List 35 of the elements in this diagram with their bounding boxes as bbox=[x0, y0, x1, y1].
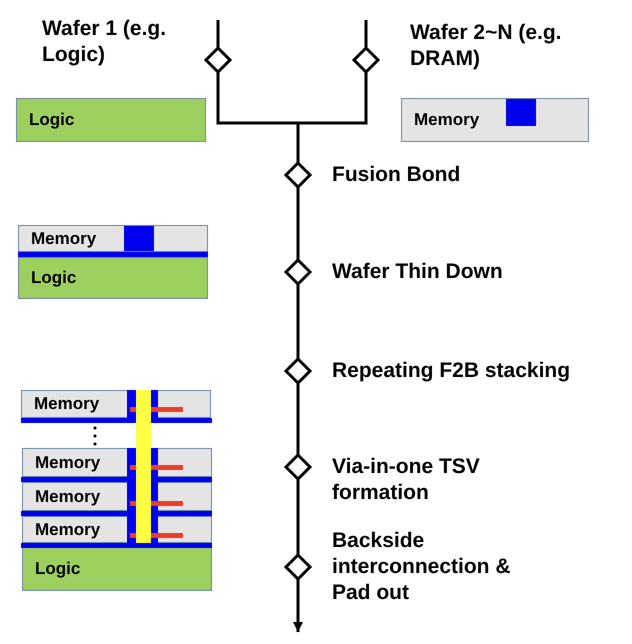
step-label: Wafer Thin Down bbox=[332, 259, 504, 285]
process-diamond bbox=[284, 258, 312, 286]
wafer-layer bbox=[16, 98, 206, 142]
layer-label: Memory bbox=[35, 452, 100, 472]
layer-label: Logic bbox=[31, 268, 76, 288]
layer-label: Memory bbox=[414, 110, 480, 130]
step-label: Repeating F2B stacking bbox=[332, 358, 572, 384]
wafer-layer bbox=[18, 257, 208, 299]
connector bbox=[216, 20, 220, 48]
connector bbox=[296, 187, 300, 260]
layer-label: Logic bbox=[29, 110, 74, 130]
layer-label: Memory bbox=[35, 486, 100, 506]
layer-label: Memory bbox=[34, 394, 100, 414]
wafer-layer bbox=[22, 547, 212, 591]
process-diamond bbox=[284, 161, 312, 189]
layer-label: Memory bbox=[31, 228, 96, 248]
process-diamond bbox=[284, 453, 312, 481]
step-label: Wafer 2~N (e.g. DRAM) bbox=[410, 20, 563, 72]
step-label: Backside interconnection & Pad out bbox=[332, 528, 512, 606]
step-label: Via-in-one TSV formation bbox=[332, 454, 481, 506]
step-label: Wafer 1 (e.g. Logic) bbox=[42, 16, 168, 68]
connector bbox=[293, 579, 303, 632]
process-diamond bbox=[284, 553, 312, 581]
process-diamond bbox=[204, 46, 232, 74]
step-label: Fusion Bond bbox=[332, 162, 462, 188]
connector bbox=[296, 383, 300, 455]
connector bbox=[364, 20, 368, 48]
layer-label: Memory bbox=[35, 520, 100, 540]
connector bbox=[296, 284, 300, 359]
wafer-layer bbox=[401, 98, 589, 142]
connector bbox=[296, 72, 368, 163]
connector bbox=[296, 479, 300, 555]
process-diamond bbox=[284, 357, 312, 385]
layer-label: Logic bbox=[35, 559, 80, 579]
process-diamond bbox=[352, 46, 380, 74]
